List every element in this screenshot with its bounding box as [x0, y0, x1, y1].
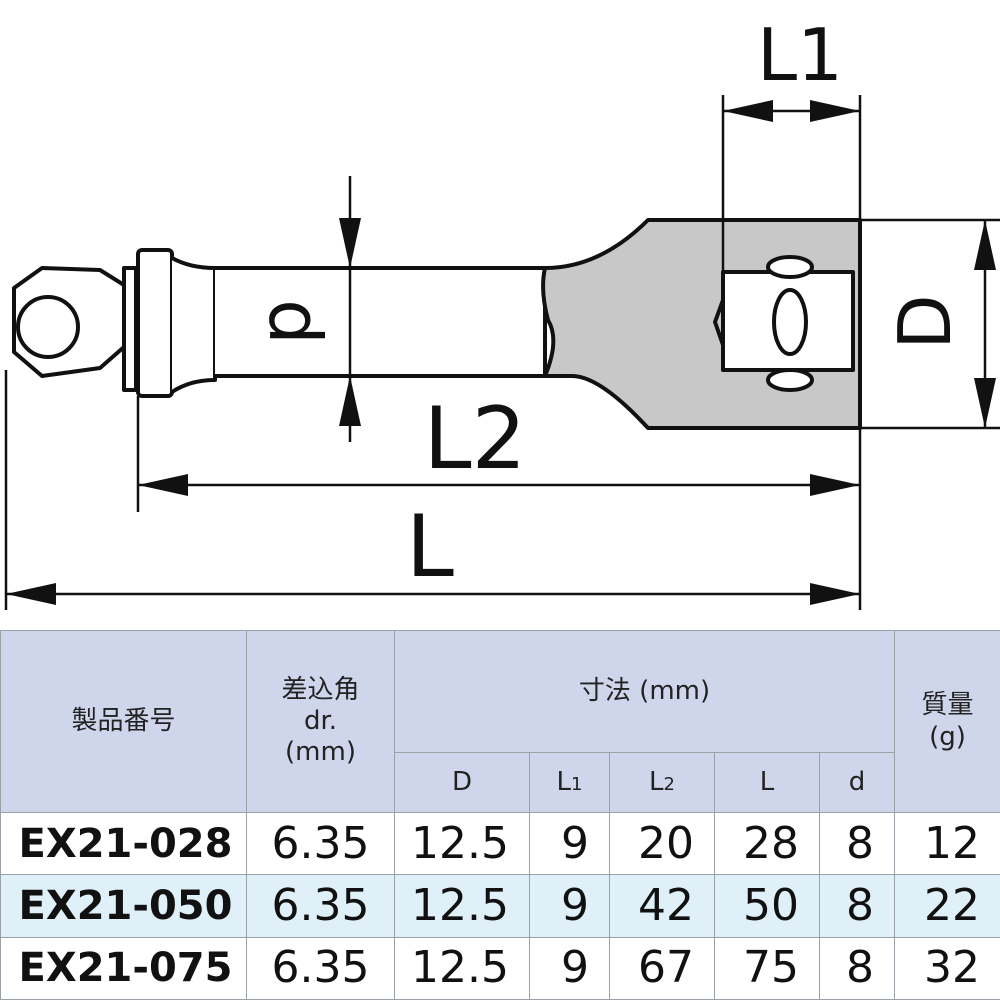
drive-ball-bottom [766, 368, 814, 392]
cell-d: 8 [818, 874, 896, 938]
header-d: d [818, 752, 896, 813]
cell-L1: 9 [529, 874, 610, 938]
header-L: L [714, 752, 820, 813]
label-L1: L1 [757, 13, 843, 97]
cell-model: EX21-075 [0, 936, 247, 1000]
collar [136, 248, 174, 398]
header-L2-main: L [649, 766, 664, 797]
header-weight-line1: 質量 [921, 690, 974, 721]
header-weight: 質量 (g) [894, 630, 1000, 813]
drive-hole [772, 288, 808, 356]
header-drive-line3: (mm) [285, 737, 356, 768]
header-model: 製品番号 [0, 630, 247, 813]
ball-end-hole [16, 295, 80, 359]
header-L1-sub: 1 [571, 773, 583, 795]
cell-L2: 67 [609, 936, 715, 1000]
header-weight-line2: (g) [929, 721, 966, 752]
cell-model: EX21-050 [0, 874, 247, 938]
table-row: EX21-075 6.35 12.5 9 67 75 8 32 [0, 936, 1000, 1000]
cell-weight: 22 [894, 874, 1000, 938]
cell-L2: 20 [609, 811, 715, 876]
drive-chamfer [713, 299, 725, 346]
cell-D: 12.5 [394, 811, 530, 876]
cell-L2: 42 [609, 874, 715, 938]
cell-d: 8 [818, 811, 896, 876]
header-L2-sub: 2 [663, 773, 675, 795]
header-L1-main: L [556, 766, 572, 797]
cell-D: 12.5 [394, 874, 530, 938]
header-L1: L1 [529, 752, 610, 813]
extension-bar-dimension-drawing: L1 D d L2 L [4, 13, 1000, 610]
cell-L: 28 [714, 811, 820, 876]
header-drive: 差込角 dr. (mm) [246, 630, 395, 813]
cell-d: 8 [818, 936, 896, 1000]
drive-ball-top [766, 255, 814, 279]
cell-L: 75 [714, 936, 820, 1000]
cell-drive: 6.35 [246, 874, 395, 938]
label-D: D [883, 294, 967, 349]
spec-table: 製品番号 差込角 dr. (mm) 寸法 (mm) 質量 (g) D L1 L2… [0, 630, 1000, 1000]
table-row: EX21-050 6.35 12.5 9 42 50 8 22 [0, 874, 1000, 938]
cell-D: 12.5 [394, 936, 530, 1000]
cell-drive: 6.35 [246, 936, 395, 1000]
cell-model: EX21-028 [0, 811, 247, 876]
header-dims: 寸法 (mm) [393, 630, 896, 753]
cell-weight: 32 [894, 936, 1000, 1000]
collar-ring [122, 266, 138, 392]
shaft [215, 266, 547, 378]
label-d: d [253, 299, 337, 345]
cell-L1: 9 [529, 936, 610, 1000]
table-row: EX21-028 6.35 12.5 9 20 28 8 12 [0, 811, 1000, 876]
label-L: L [406, 497, 454, 597]
cell-weight: 12 [894, 811, 1000, 876]
neck [170, 256, 217, 394]
cell-L1: 9 [529, 811, 610, 876]
header-drive-line2: dr. [303, 705, 338, 736]
header-L2: L2 [609, 752, 715, 813]
label-L2: L2 [424, 389, 527, 489]
cell-L: 50 [714, 874, 820, 938]
header-drive-line1: 差込角 [281, 674, 360, 705]
header-D: D [394, 752, 530, 813]
cell-drive: 6.35 [246, 811, 395, 876]
